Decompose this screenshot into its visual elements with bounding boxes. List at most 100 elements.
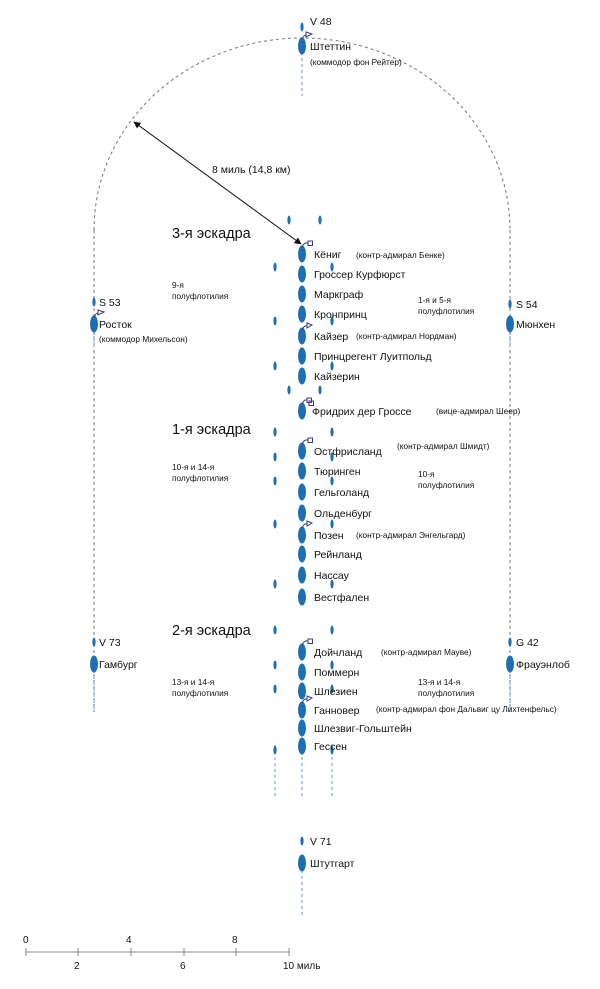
ship-name: Кронпринц <box>314 309 367 321</box>
ship-name: Шлезвиг-Гольштейн <box>314 723 412 735</box>
squadron-title: 1-я эскадра <box>172 422 252 438</box>
destroyer-marker <box>330 476 334 486</box>
distance-label: 8 миль (14,8 км) <box>212 164 291 176</box>
ship-name: Ольденбург <box>314 508 372 520</box>
scale-label: 10 миль <box>283 961 320 972</box>
commander-label: (вице-адмирал Шеер) <box>436 406 520 416</box>
ship-name: Гроссер Курфюрст <box>314 269 406 281</box>
destroyer-marker <box>92 637 96 647</box>
ship-marker <box>298 347 306 365</box>
wake-lines <box>93 52 511 915</box>
ship-name: Нассау <box>314 570 350 582</box>
destroyer-marker <box>330 519 334 529</box>
escort-code: G 42 <box>516 637 539 649</box>
destroyer-marker <box>273 476 277 486</box>
ship-name: Принцрегент Луитпольд <box>314 351 432 363</box>
ship-marker <box>298 37 306 55</box>
ship-marker <box>298 526 306 544</box>
ship-marker <box>506 655 514 673</box>
commander-label: (контр-адмирал Энгельгард) <box>356 530 466 540</box>
ship-name: Росток <box>99 319 132 331</box>
ship-marker <box>298 245 306 263</box>
ship-name: Позен <box>314 530 344 542</box>
ship-name: Мюнхен <box>516 319 555 331</box>
destroyer-marker <box>273 316 277 326</box>
destroyer-marker <box>273 427 277 437</box>
commander-label: (контр-адмирал фон Дальвиг цу Лихтенфель… <box>376 704 557 714</box>
ship-name: Фрауэнлоб <box>516 659 570 671</box>
admiral-flag <box>301 695 314 704</box>
ship-marker <box>298 663 306 681</box>
ship-name: Гессен <box>314 741 347 753</box>
commander-label: (контр-адмирал Шмидт) <box>397 441 490 451</box>
ship-name: Гельголанд <box>314 487 369 499</box>
destroyer-marker <box>330 427 334 437</box>
destroyer-marker <box>273 262 277 272</box>
ship-marker <box>298 327 306 345</box>
escort-code: S 54 <box>516 299 538 311</box>
commander-label: (контр-адмирал Мауве) <box>381 647 472 657</box>
destroyer-marker <box>300 22 304 32</box>
destroyer-marker <box>273 660 277 670</box>
destroyer-marker <box>508 637 512 647</box>
ship-marker <box>298 285 306 303</box>
destroyer-marker <box>92 297 96 307</box>
scale-label: 2 <box>74 961 80 972</box>
ship-marker <box>298 305 306 323</box>
ship-name: Рейнланд <box>314 549 362 561</box>
admiral-flag <box>301 520 314 529</box>
ship-markers <box>90 37 514 872</box>
commander-label: (контр-адмирал Нордман) <box>356 331 457 341</box>
escort-code: V 71 <box>310 836 332 848</box>
destroyer-marker <box>287 215 291 225</box>
scale-label: 0 <box>23 935 29 946</box>
escort-code: V 48 <box>310 16 332 28</box>
destroyer-marker <box>330 262 334 272</box>
destroyer-marker <box>273 684 277 694</box>
ship-name: Кёниг <box>314 249 342 261</box>
destroyer-marker <box>330 361 334 371</box>
ship-marker <box>298 504 306 522</box>
destroyer-marker <box>330 316 334 326</box>
ship-marker <box>90 315 98 333</box>
ship-name: Штеттин <box>310 41 351 53</box>
ship-name: Шлезиен <box>314 686 358 698</box>
ship-name: Фридрих дер Гроссе <box>312 406 412 418</box>
ship-marker <box>298 566 306 584</box>
scale-label: 6 <box>180 961 186 972</box>
destroyer-marker <box>287 385 291 395</box>
ship-name: Вестфален <box>314 592 369 604</box>
escort-code: S 53 <box>99 297 121 309</box>
destroyer-marker <box>318 385 322 395</box>
scale-label: 8 <box>232 935 238 946</box>
commander-label: (коммодор Михельсон) <box>99 334 188 344</box>
escort-codes: V 48 S 53 S 54 V 73 G 42 V 71 <box>99 16 539 848</box>
ship-marker <box>298 483 306 501</box>
ship-marker <box>298 682 306 700</box>
ship-marker <box>298 442 306 460</box>
admiral-flag <box>301 240 313 248</box>
destroyer-marker <box>273 625 277 635</box>
commodore-flag <box>93 309 106 318</box>
ship-marker <box>298 719 306 737</box>
ship-marker <box>298 402 306 420</box>
commander-label: (контр-адмирал Бенке) <box>356 250 445 260</box>
destroyer-marker <box>273 579 277 589</box>
destroyer-marker <box>273 361 277 371</box>
admiral-flag <box>301 437 313 445</box>
ship-name: Дойчланд <box>314 647 362 659</box>
ship-name: Ганновер <box>314 705 360 717</box>
squadron-title: 2-я эскадра <box>172 623 252 639</box>
ship-marker <box>90 655 98 673</box>
commander-label: (коммодор фон Рейтер) <box>310 57 402 67</box>
ship-marker <box>298 367 306 385</box>
ship-name: Поммерн <box>314 667 360 679</box>
